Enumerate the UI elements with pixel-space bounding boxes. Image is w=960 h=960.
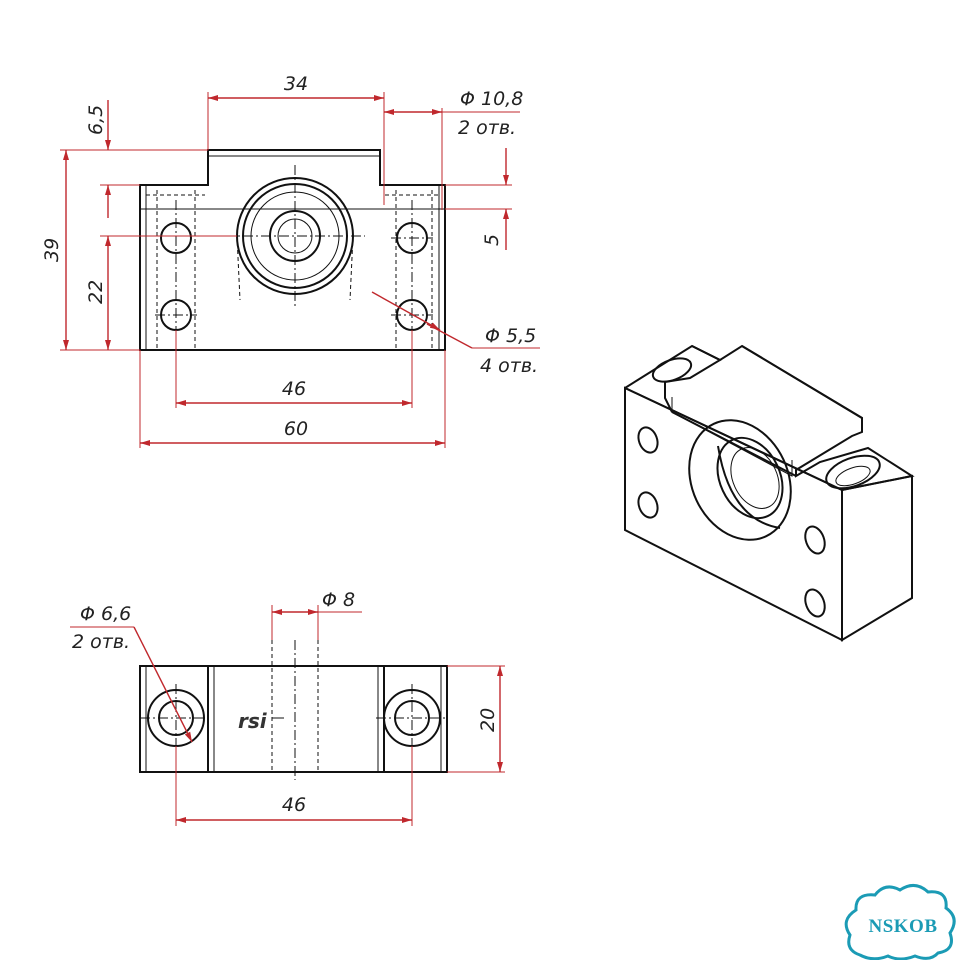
engraved-mark: rsi — [238, 709, 268, 733]
isometric-view — [624, 344, 915, 642]
iso-bearing-bore — [688, 419, 792, 541]
front-view-dimensions: 34 Φ 10,8 2 отв. 6,5 39 22 5 Φ 5,5 4 — [41, 73, 540, 448]
dim-46-top: 46 — [282, 378, 306, 400]
dim-46-bottom: 46 — [282, 794, 306, 816]
plan-view-dimensions: Φ 6,6 2 отв. Φ 8 20 46 — [70, 589, 505, 826]
dim-hole-small: Φ 5,5 — [485, 325, 536, 347]
logo-text: NSKOB — [868, 916, 937, 937]
dim-hole-large: Φ 10,8 — [460, 88, 523, 110]
dim-step: 6,5 — [85, 105, 107, 135]
brand-logo: NSKOB — [844, 884, 956, 960]
dim-20: 20 — [477, 708, 499, 732]
dim-hole-small-qty: 4 отв. — [480, 355, 538, 377]
dim-hole-large-qty: 2 отв. — [458, 117, 516, 139]
bearing-bore-inner — [242, 183, 348, 289]
plan-view: rsi — [139, 640, 448, 780]
dim-5: 5 — [481, 234, 503, 246]
dim-60: 60 — [284, 418, 308, 440]
dim-22: 22 — [85, 280, 107, 304]
dim-34: 34 — [284, 73, 308, 95]
dim-hole-counterbore: Φ 6,6 — [80, 603, 131, 625]
dim-39: 39 — [41, 238, 63, 262]
dim-pin: Φ 8 — [322, 589, 355, 611]
dim-hole-counterbore-qty: 2 отв. — [72, 631, 130, 653]
front-view — [139, 149, 446, 351]
